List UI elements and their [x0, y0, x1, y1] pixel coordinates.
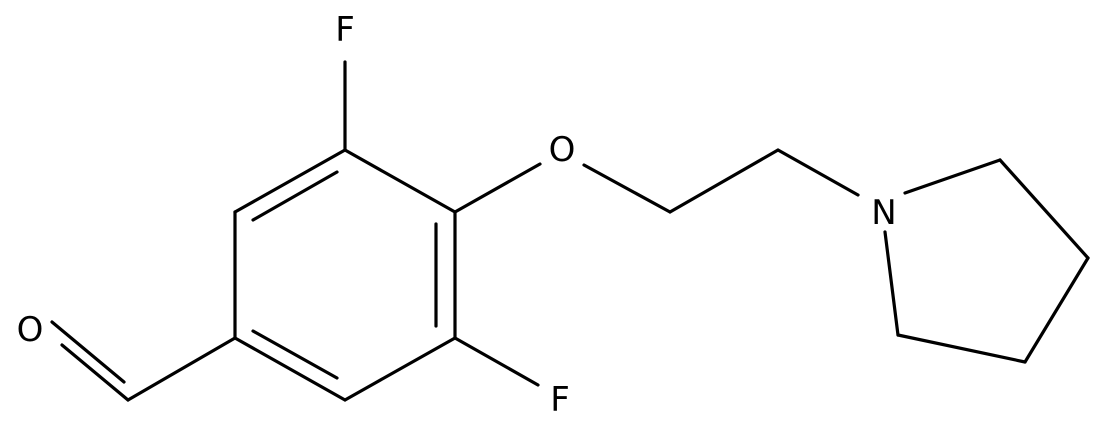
bond-c6-o	[453, 162, 542, 214]
pyrrolidine-bond-ca-cb	[998, 158, 1090, 260]
bond-cho-o-double-a	[60, 343, 130, 402]
atom-label-fluorine-bottom: F	[550, 380, 570, 420]
ring-bond-c1-c2	[233, 148, 347, 214]
pyrrolidine-bond-cc-cd	[896, 333, 1027, 364]
bond-o-ch2	[582, 163, 672, 214]
atom-label-oxygen-ether: O	[549, 130, 576, 170]
atom-label-nitrogen: N	[871, 193, 896, 233]
ring-bond-c1-c2-inner	[251, 170, 339, 222]
ring-bond-c3-c4	[233, 336, 347, 402]
atom-label-oxygen-aldehyde: O	[17, 310, 44, 350]
pyrrolidine-bond-cd-n	[883, 230, 900, 337]
bond-ch2-n	[776, 148, 860, 197]
bond-cho-o-double-b	[50, 320, 126, 384]
ring-bond-c3-c4-inner	[251, 329, 339, 380]
ring-bond-c6-c1	[343, 148, 457, 214]
bond-c5-f	[453, 336, 540, 387]
bond-ch2-ch2	[668, 148, 780, 214]
ring-bond-c4-c5	[343, 336, 457, 402]
pyrrolidine-bond-n-ca	[903, 158, 1002, 195]
bond-c3-cho	[126, 336, 237, 402]
pyrrolidine-bond-cb-cc	[1023, 256, 1090, 364]
atom-label-fluorine-top: F	[335, 10, 355, 50]
